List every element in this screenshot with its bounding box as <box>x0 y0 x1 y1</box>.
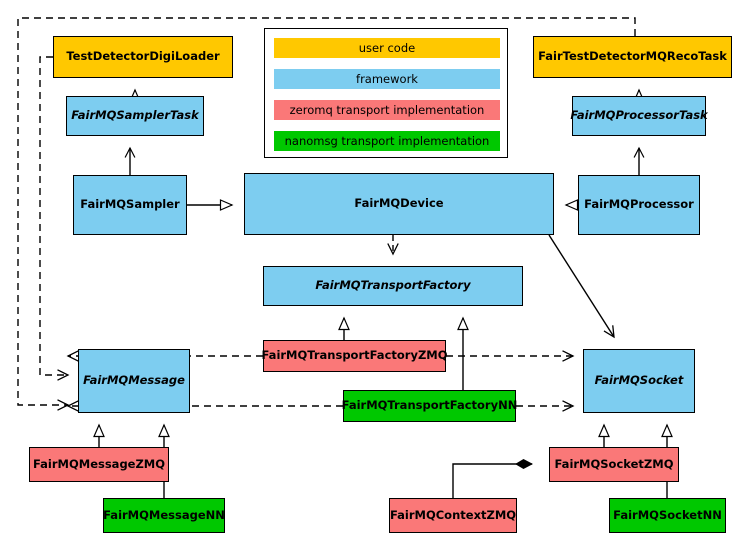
legend-item-framework: framework <box>274 69 500 89</box>
class-box-fairmqsocketnn[interactable]: FairMQSocketNN <box>609 498 726 533</box>
class-box-fairtestdetectormqrecotask[interactable]: FairTestDetectorMQRecoTask <box>533 36 732 78</box>
class-box-fairmqsampler[interactable]: FairMQSampler <box>73 175 187 235</box>
class-box-fairmqtransportfactoryzmq[interactable]: FairMQTransportFactoryZMQ <box>262 340 448 372</box>
class-box-fairmqsocket[interactable]: FairMQSocket <box>583 349 695 413</box>
class-label: FairMQTransportFactoryZMQ <box>261 348 448 363</box>
legend-item-zeromq: zeromq transport implementation <box>274 100 500 120</box>
class-box-fairmqsamplertask[interactable]: FairMQSamplerTask <box>66 96 204 136</box>
class-label: FairTestDetectorMQRecoTask <box>538 49 727 64</box>
class-box-testdetectordigiloader[interactable]: TestDetectorDigiLoader <box>53 36 233 78</box>
class-box-fairmqtransportfactory[interactable]: FairMQTransportFactory <box>263 266 523 306</box>
legend-item-user-code: user code <box>274 38 500 58</box>
class-box-fairmqmessagezmq[interactable]: FairMQMessageZMQ <box>29 447 169 482</box>
class-box-fairmqprocessor[interactable]: FairMQProcessor <box>578 175 700 235</box>
class-label: FairMQTransportFactoryNN <box>341 398 518 413</box>
class-box-fairmqtransportfactorynn[interactable]: FairMQTransportFactoryNN <box>342 390 517 422</box>
legend-item-nanomsg: nanomsg transport implementation <box>274 131 500 151</box>
class-box-fairmqcontextzmq[interactable]: FairMQContextZMQ <box>389 498 517 533</box>
class-label: TestDetectorDigiLoader <box>66 49 220 64</box>
class-label: FairMQMessageZMQ <box>32 456 166 471</box>
class-label: FairMQContextZMQ <box>389 507 517 522</box>
class-label: FairMQProcessorTask <box>570 108 708 123</box>
class-label: FairMQSamplerTask <box>71 108 199 123</box>
class-box-fairmqsocketzmq[interactable]: FairMQSocketZMQ <box>549 447 679 482</box>
class-label: FairMQMessage <box>83 373 185 388</box>
class-box-fairmqdevice[interactable]: FairMQDevice <box>244 173 554 235</box>
class-label: FairMQSocket <box>594 373 684 388</box>
class-label: FairMQSocketZMQ <box>554 456 674 471</box>
class-label: FairMQTransportFactory <box>315 278 471 293</box>
class-box-fairmqprocessortask[interactable]: FairMQProcessorTask <box>570 96 708 136</box>
class-label: FairMQProcessor <box>584 197 694 212</box>
class-label: FairMQSampler <box>80 197 180 212</box>
edge-device-to-socket <box>548 234 615 339</box>
legend-panel: user code framework zeromq transport imp… <box>264 28 508 158</box>
class-label: FairMQMessageNN <box>103 507 225 522</box>
class-box-fairmqmessagenn[interactable]: FairMQMessageNN <box>103 498 225 533</box>
class-label: FairMQSocketNN <box>613 507 722 522</box>
edge-digiloader-to-message <box>39 56 70 381</box>
class-box-fairmqmessage[interactable]: FairMQMessage <box>78 349 190 413</box>
class-label: FairMQDevice <box>354 196 444 211</box>
edge-contextzmq-to-socketzmq <box>452 464 532 498</box>
